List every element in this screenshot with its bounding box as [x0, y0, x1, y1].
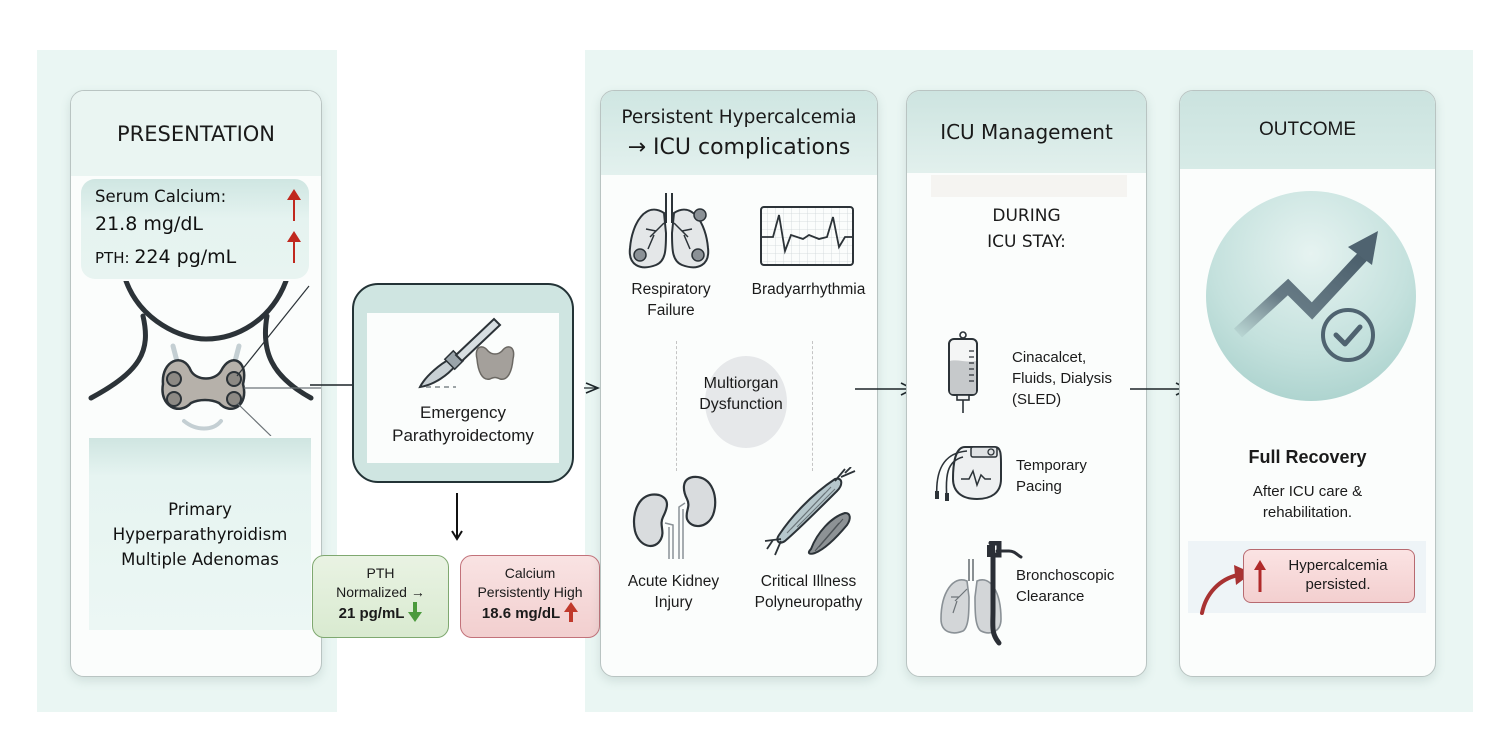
icu-management-card: ICU Management DURING ICU STAY: Cinacalc… — [906, 90, 1147, 677]
cip-label-1: Critical Illness — [760, 573, 857, 590]
during-line-2: ICU STAY: — [987, 232, 1066, 252]
lungs-icon — [628, 193, 710, 269]
outcome-header: OUTCOME — [1180, 91, 1435, 169]
outcome-card: OUTCOME Full Recovery After ICU care & r… — [1179, 90, 1436, 677]
pacing-line-1: Temporary — [1016, 457, 1087, 474]
presentation-labs-box: Serum Calcium: 21.8 mg/dL PTH: 224 pg/mL — [81, 179, 309, 279]
during-line-1: DURING — [992, 206, 1061, 226]
neck-thyroid-illustration — [88, 281, 321, 436]
during-icu-stay-heading: DURING ICU STAY: — [907, 203, 1146, 255]
calcium-result-line-2: Persistently High — [477, 584, 583, 600]
down-arrow-icon — [451, 493, 463, 541]
complications-header: Persistent Hypercalcemia → ICU complicat… — [601, 91, 877, 175]
cip-label-2: Polyneuropathy — [754, 594, 863, 611]
hypercalcemia-persisted-box: Hypercalcemia persisted. — [1243, 549, 1415, 603]
full-recovery-heading: Full Recovery — [1248, 447, 1367, 467]
presentation-card: PRESENTATION Serum Calcium: 21.8 mg/dL P… — [70, 90, 322, 677]
ecg-monitor-icon — [760, 206, 854, 266]
complication-critical-illness-polyneuropathy: Critical Illness Polyneuropathy — [736, 571, 877, 613]
outcome-sub-line-2: rehabilitation. — [1262, 504, 1353, 521]
connector-arrow-2 — [584, 382, 601, 394]
connector-line-1 — [310, 384, 352, 386]
surgery-box: Emergency Parathyroidectomy — [352, 283, 574, 483]
aki-label-1: Acute Kidney — [627, 573, 720, 590]
kidneys-icon — [632, 475, 717, 559]
pth-result-line-1: PTH — [366, 565, 395, 581]
icu-item-temporary-pacing: Temporary Pacing — [1016, 455, 1087, 497]
pth-value: 224 pg/mL — [134, 246, 237, 268]
complications-title-line-1: Persistent Hypercalcemia — [621, 107, 857, 128]
multiorgan-circle — [705, 356, 787, 448]
diagnosis-line-3: Multiple Adenomas — [121, 549, 279, 569]
icu-placeholder-bar — [931, 175, 1127, 197]
surgery-label-line-2: Parathyroidectomy — [392, 426, 534, 445]
icu-title: ICU Management — [940, 120, 1113, 144]
icu-header: ICU Management — [907, 91, 1146, 173]
dashed-line-left — [676, 341, 677, 471]
pth-result-value-row: 21 pg/mL — [313, 602, 448, 623]
surgery-label-line-1: Emergency — [420, 403, 506, 422]
surgery-label: Emergency Parathyroidectomy — [367, 401, 559, 447]
green-down-arrow-icon — [408, 602, 423, 622]
respiratory-label-1: Respiratory — [631, 281, 711, 298]
calcium-result-line-1: Calcium — [504, 565, 556, 581]
red-up-arrow-icon — [564, 602, 579, 622]
muscle-nerve-icon — [764, 467, 856, 556]
multiorgan-dysfunction-label: Multiorgan Dysfunction — [661, 373, 821, 415]
scalpel-icon — [418, 317, 515, 389]
multiorgan-label-2: Dysfunction — [699, 396, 783, 413]
complication-bradyarrhythmia: Bradyarrhythmia — [736, 279, 877, 300]
complications-title-line-2: → ICU complications — [627, 135, 851, 160]
complication-respiratory-failure: Respiratory Failure — [606, 279, 736, 321]
respiratory-label-2: Failure — [647, 302, 695, 319]
calcium-result-value: 18.6 mg/dL — [481, 605, 560, 622]
outcome-sub-line-1: After ICU care & — [1252, 483, 1363, 500]
red-up-arrow-icon — [1254, 560, 1266, 592]
pacemaker-icon — [935, 446, 1002, 502]
outcome-subtext: After ICU care & rehabilitation. — [1180, 481, 1435, 523]
hypercalcemia-note-line-1: Hypercalcemia — [1288, 557, 1388, 574]
medical-therapy-line-1: Cinacalcet, — [1012, 349, 1087, 366]
pth-result-value: 21 pg/mL — [338, 605, 405, 622]
bronchoscope-icon — [940, 541, 1023, 646]
surgery-inner-panel: Emergency Parathyroidectomy — [367, 313, 559, 463]
pth-normalized-box: PTH Normalized → 21 pg/mL — [312, 555, 449, 638]
calcium-up-arrow-icon — [287, 189, 301, 221]
pth-label: PTH: — [95, 249, 130, 267]
presentation-header: PRESENTATION — [71, 91, 321, 176]
complications-card: Persistent Hypercalcemia → ICU complicat… — [600, 90, 878, 677]
aki-label-2: Injury — [654, 594, 693, 611]
multiorgan-label-1: Multiorgan — [703, 375, 779, 392]
pth-up-arrow-icon — [287, 231, 301, 263]
icu-item-bronchoscopic-clearance: Bronchoscopic Clearance — [1016, 565, 1114, 607]
pth-line: PTH: 224 pg/mL — [95, 246, 236, 268]
diagnosis-line-2: Hyperparathyroidism — [112, 524, 288, 544]
diagnosis-line-1: Primary — [168, 499, 232, 519]
calcium-label: Serum Calcium: — [95, 187, 227, 206]
iv-bag-icon — [948, 331, 978, 413]
pacing-line-2: Pacing — [1016, 478, 1062, 495]
medical-therapy-line-2: Fluids, Dialysis — [1012, 370, 1113, 387]
recovery-circle — [1206, 191, 1416, 401]
bronchoscopic-line-1: Bronchoscopic — [1016, 567, 1115, 584]
bradyarrhythmia-label: Bradyarrhythmia — [751, 281, 866, 298]
dashed-line-right — [812, 341, 813, 471]
hypercalcemia-note-line-2: persisted. — [1305, 576, 1371, 593]
icu-item-medical-therapy: Cinacalcet, Fluids, Dialysis (SLED) — [1012, 347, 1112, 410]
trend-up-check-icon — [1233, 231, 1378, 362]
bronchoscopic-line-2: Clearance — [1016, 588, 1085, 605]
presentation-title: PRESENTATION — [116, 121, 276, 146]
diagnosis-box: Primary Hyperparathyroidism Multiple Ade… — [89, 438, 311, 630]
calcium-value: 21.8 mg/dL — [95, 213, 203, 235]
outcome-title: OUTCOME — [1258, 119, 1357, 140]
calcium-result-value-row: 18.6 mg/dL — [461, 602, 599, 623]
medical-therapy-line-3: (SLED) — [1012, 391, 1062, 408]
calcium-persistent-box: Calcium Persistently High 18.6 mg/dL — [460, 555, 600, 638]
pth-result-line-2: Normalized → — [336, 584, 425, 600]
complication-acute-kidney-injury: Acute Kidney Injury — [606, 571, 741, 613]
